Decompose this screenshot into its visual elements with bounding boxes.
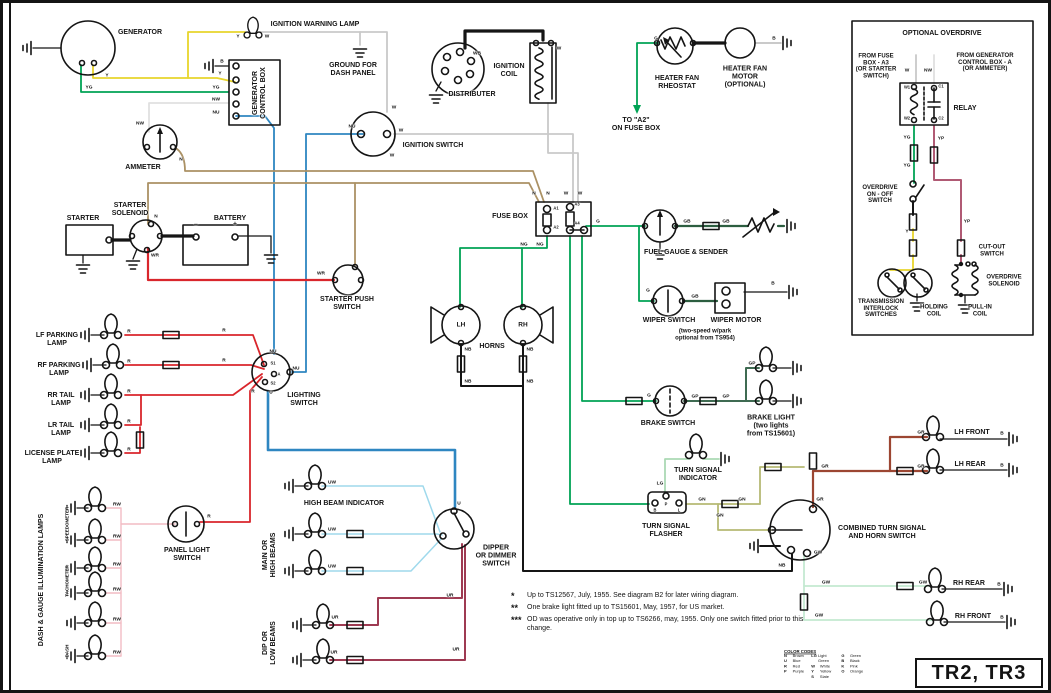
color-code: U (784, 659, 787, 664)
color-code-entry: N Brown (784, 654, 804, 659)
ground-for-dash-panel-symbol (352, 48, 368, 58)
starter-symbol (65, 224, 114, 274)
beam-lamps (284, 464, 335, 668)
color-code-entry: S Slate (811, 675, 834, 680)
panel-light-switch-symbol (167, 505, 205, 543)
color-code: O (841, 669, 845, 675)
color-name: Pink (849, 664, 858, 669)
generator-symbol (22, 20, 116, 76)
footnote: *** OD was operative only in top up to TS… (511, 616, 829, 634)
color-code: B (841, 659, 845, 664)
wiper-motor-symbol (714, 282, 798, 314)
color-code-entry: U Blue (784, 659, 804, 664)
heater-fan-motor-symbol (724, 27, 792, 59)
turn-signal-flasher-symbol (647, 491, 687, 514)
lighting-switch-symbol (251, 352, 294, 392)
ammeter-symbol (142, 124, 178, 160)
fuel-sender-symbol (742, 208, 796, 238)
model-title-box: TR2, TR3 (915, 658, 1043, 688)
footnotes: * Up to TS12567, July, 1955. See diagram … (511, 592, 829, 637)
color-name: Orange (849, 669, 864, 675)
color-name: Blue (792, 659, 801, 664)
footnote-text: One brake light fitted up to TS15601, Ma… (527, 604, 725, 611)
color-code: S (811, 674, 814, 680)
wires (32, 29, 1008, 661)
footnote-stars: ** (511, 603, 519, 613)
distributer-symbol (428, 42, 485, 104)
color-code: Y (811, 669, 814, 675)
starter-push-switch-symbol (331, 263, 365, 296)
brake-switch-symbol (652, 385, 688, 417)
ignition-switch-symbol (350, 111, 396, 157)
color-code: P (784, 669, 787, 675)
generator-control-box-symbol (204, 58, 281, 126)
ignition-warning-lamp-symbol (243, 16, 263, 39)
color-code-entry: O Orange (841, 670, 863, 675)
horn-lh-symbol (430, 303, 481, 347)
dipper-switch-symbol (433, 507, 475, 550)
brake-lamps (754, 346, 802, 409)
color-name: Yellow (819, 669, 832, 675)
footnote-text: OD was operative only in top up to TS626… (527, 616, 804, 632)
color-name: Black (849, 659, 860, 664)
color-code-entry: B Black (841, 659, 863, 664)
heater-fan-rheostat-symbol (653, 27, 697, 65)
color-name: White (819, 664, 831, 669)
optional-overdrive-box (851, 20, 1034, 336)
starter-solenoid-symbol (125, 219, 164, 270)
battery-symbol (182, 224, 279, 266)
color-code: N (784, 654, 787, 659)
color-code: K (841, 664, 845, 669)
footnote-stars: * (511, 591, 515, 601)
color-code-entry: R Red (784, 665, 804, 670)
color-code: R (784, 664, 787, 669)
color-name: Green (849, 654, 861, 659)
model-title: TR2, TR3 (931, 661, 1027, 684)
color-codes-title: COLOR CODES (784, 650, 817, 655)
color-name: Red (792, 664, 800, 669)
color-code-entry: G Green (841, 654, 863, 659)
horn-rh-symbol (503, 303, 554, 347)
combined-turn-signal-horn-switch-symbol (749, 499, 831, 561)
footnote-text: Up to TS12567, July, 1955. See diagram B… (527, 592, 739, 599)
footnote-stars: *** (511, 615, 522, 625)
turn-signal-indicator-symbol (684, 433, 730, 467)
ignition-coil-symbol (529, 39, 557, 104)
color-name: Slate (819, 674, 829, 680)
color-code: LG (811, 654, 817, 659)
footnote: * Up to TS12567, July, 1955. See diagram … (511, 592, 829, 601)
color-code: G (841, 654, 845, 659)
wiring-canvas (22, 16, 1034, 668)
color-name: Light Green (818, 654, 830, 664)
parking-tail-lamps (80, 313, 125, 461)
color-code-entry: Y Yellow (811, 670, 834, 675)
footnote: ** One brake light fitted up to TS15601, … (511, 604, 829, 613)
wiper-switch-symbol (650, 285, 686, 317)
color-code-entry: P Purple (784, 670, 804, 675)
fuse-box-symbol (535, 201, 592, 237)
dash-lamps (66, 486, 107, 664)
color-name: Purple (792, 669, 805, 675)
color-code-entry: K Pink (841, 665, 863, 670)
color-name: Brown (792, 654, 804, 659)
corner-turn-lamps (921, 415, 1018, 630)
color-code: W (811, 664, 816, 669)
fuel-gauge-symbol (641, 209, 679, 260)
